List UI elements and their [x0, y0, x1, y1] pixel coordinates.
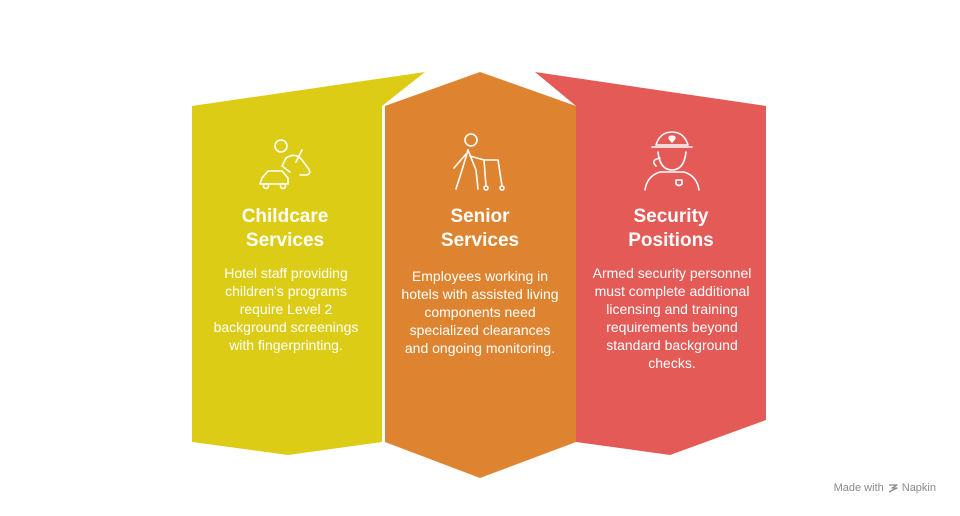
senior-walker-icon — [453, 133, 505, 191]
column-senior — [385, 72, 576, 478]
column-description-childcare: Hotel staff providing children's program… — [213, 265, 359, 353]
column-title-line2: Services — [245, 230, 325, 251]
column-title-line1: Security — [633, 206, 709, 227]
column-title-line2: Positions — [628, 230, 714, 251]
security-officer-icon — [644, 131, 700, 191]
column-childcare — [192, 72, 425, 455]
column-title-childcare: Childcare Services — [205, 205, 365, 253]
column-description-security: Armed security personnel must complete a… — [592, 265, 752, 371]
column-description-senior: Employees working in hotels with assiste… — [401, 268, 559, 356]
child-playing-car-icon — [259, 139, 311, 190]
column-title-line1: Senior — [450, 206, 510, 227]
made-with-label: Made with — [833, 482, 884, 494]
napkin-logo-icon — [888, 483, 898, 493]
column-title-senior: Senior Services — [400, 205, 560, 253]
column-title-line1: Childcare — [241, 206, 329, 227]
napkin-brand-label: Napkin — [901, 482, 936, 494]
made-with-napkin-footer[interactable]: Made with Napkin — [834, 482, 936, 494]
column-security — [535, 72, 766, 455]
column-title-security: Security Positions — [591, 205, 751, 253]
column-title-line2: Services — [440, 230, 520, 251]
